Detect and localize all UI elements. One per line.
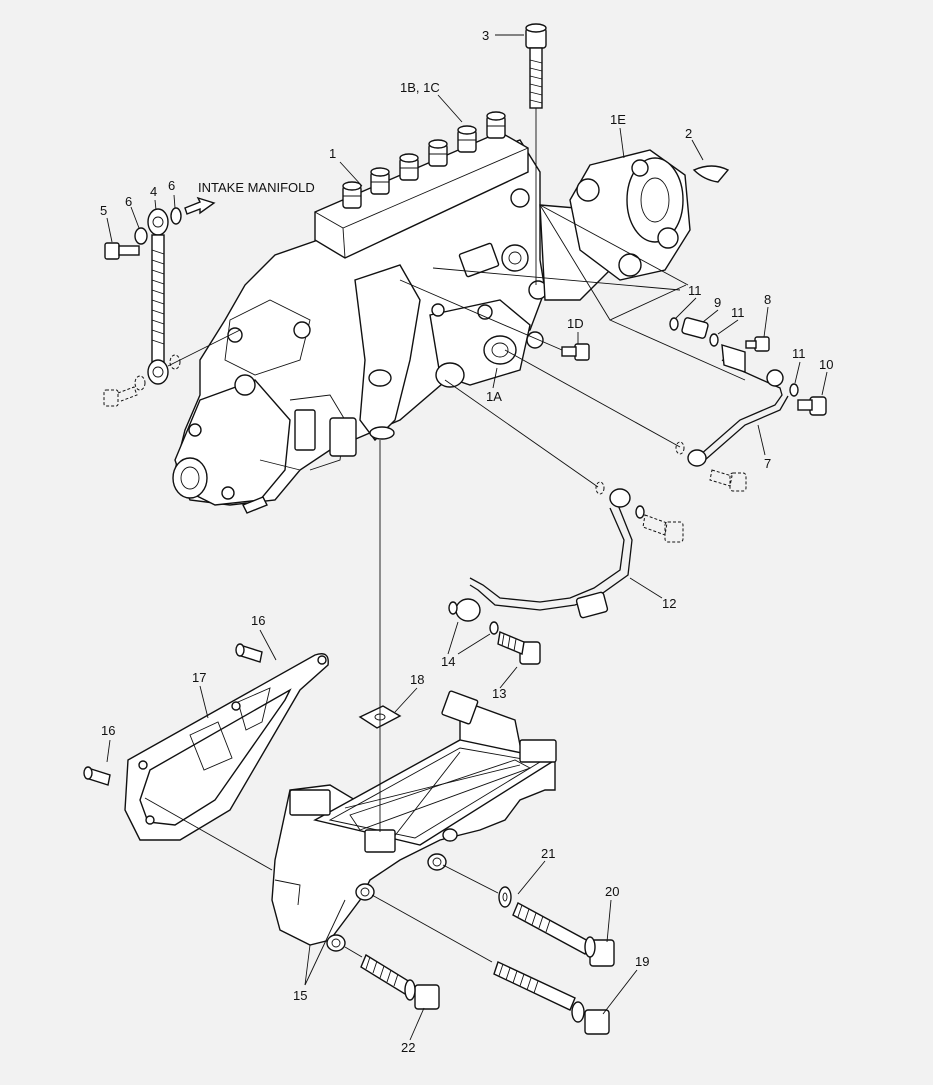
- callout-19: 19: [635, 954, 649, 969]
- woodruff-key: [692, 165, 730, 183]
- callout-5: 5: [100, 203, 107, 218]
- callout-3: 3: [482, 28, 489, 43]
- callout-16-top: 16: [251, 613, 265, 628]
- leader-lines: [106, 34, 828, 1041]
- callout-13: 13: [492, 686, 506, 701]
- callout-11-b: 11: [731, 305, 745, 320]
- callout-4: 4: [150, 184, 157, 199]
- callout-12: 12: [662, 596, 676, 611]
- pump-support-bracket: [271, 690, 557, 952]
- bracket-bolts: [360, 886, 615, 1035]
- callout-6-right: 6: [168, 178, 175, 193]
- intake-manifold-note: INTAKE MANIFOLD: [198, 180, 315, 195]
- callout-2: 2: [685, 126, 692, 141]
- callout-1e: 1E: [610, 112, 626, 127]
- callout-16-bottom: 16: [101, 723, 115, 738]
- bolt-1d: [561, 343, 590, 361]
- callout-1b-1c: 1B, 1C: [400, 80, 440, 95]
- callout-6-left: 6: [125, 194, 132, 209]
- callout-8: 8: [764, 292, 771, 307]
- callout-21: 21: [541, 846, 555, 861]
- callout-14: 14: [441, 654, 455, 669]
- injection-pump-assembly: [172, 111, 621, 514]
- callout-20: 20: [605, 884, 619, 899]
- delivery-valves: [342, 111, 506, 209]
- banjo-rod-assembly: [103, 207, 241, 407]
- drive-coupling-1e: [569, 149, 691, 281]
- fuel-supply-line: [448, 481, 684, 665]
- callout-22: 22: [401, 1040, 415, 1055]
- dowel-pins: [83, 643, 263, 786]
- callout-18: 18: [410, 672, 424, 687]
- alignment-lines: [144, 204, 746, 963]
- callout-11-c: 11: [792, 346, 806, 361]
- intake-arrow: [184, 196, 216, 215]
- callout-17: 17: [192, 670, 206, 685]
- callout-1d: 1D: [567, 316, 584, 331]
- fuel-return-line: [669, 317, 827, 492]
- bracket-gasket: [124, 653, 329, 841]
- long-mounting-bolt: [525, 23, 547, 285]
- callout-11-a: 11: [688, 283, 702, 298]
- callout-9: 9: [714, 295, 721, 310]
- callout-1: 1: [329, 146, 336, 161]
- callout-1a: 1A: [486, 389, 502, 404]
- callout-10: 10: [819, 357, 833, 372]
- callout-7: 7: [764, 456, 771, 471]
- callout-labels: 3 1B, 1C 1 1E 2 5 6 4 6 11 9 11 8 11 10 …: [100, 28, 833, 1055]
- callout-15: 15: [293, 988, 307, 1003]
